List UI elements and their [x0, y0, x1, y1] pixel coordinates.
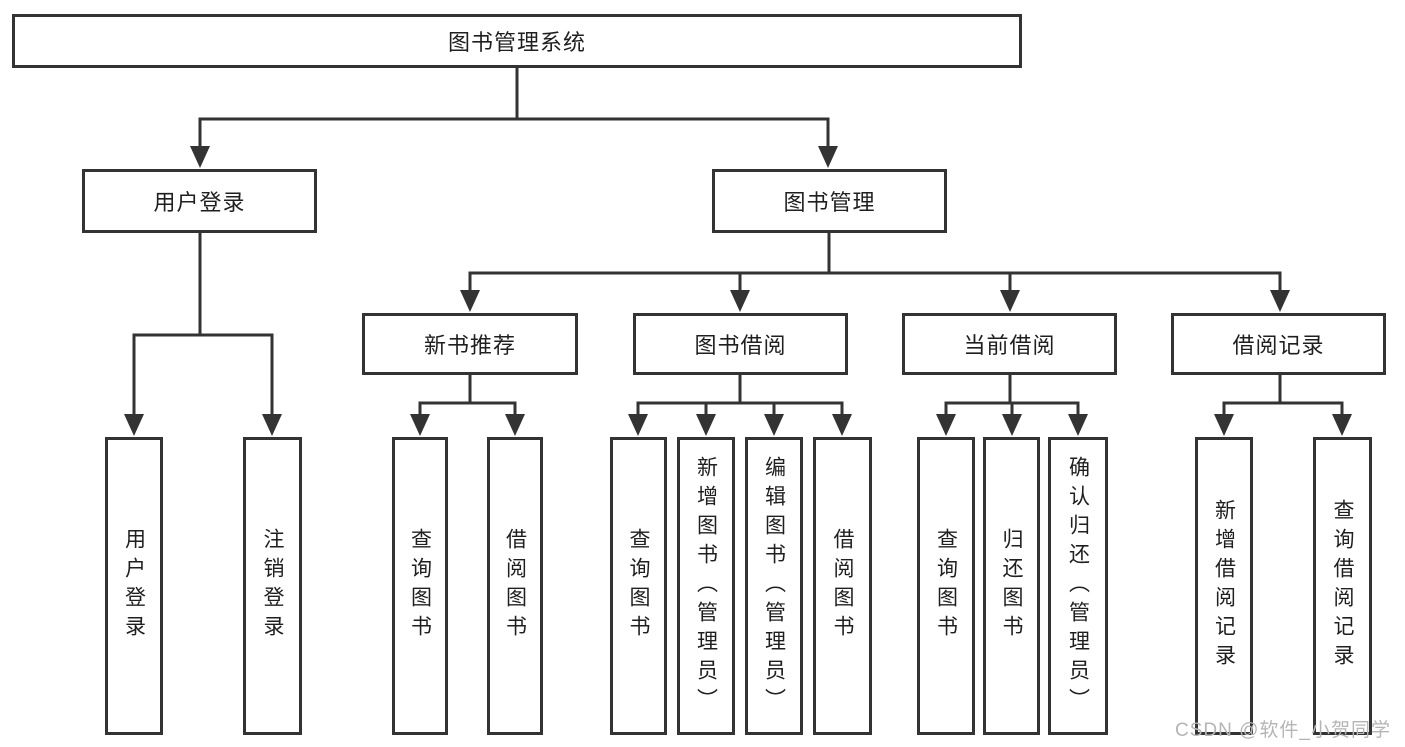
node-bb-edit-books: 编辑图书（管理员） — [745, 437, 803, 735]
node-root: 图书管理系统 — [12, 14, 1022, 68]
edge-br-rail — [1222, 401, 1344, 415]
edge-user-login-rail — [132, 333, 274, 415]
node-user-login: 用户登录 — [82, 169, 317, 233]
node-book-borrowing: 图书借阅 — [633, 313, 848, 375]
node-br-add-record: 新增借阅记录 — [1195, 437, 1253, 735]
node-br-query-record: 查询借阅记录 — [1313, 437, 1372, 735]
node-current-borrowing: 当前借阅 — [902, 313, 1117, 375]
edge-level3-rail — [468, 271, 1282, 291]
node-cb-return-books: 归还图书 — [983, 437, 1040, 735]
edge-bb-rail — [636, 401, 844, 415]
node-cb-query-books: 查询图书 — [917, 437, 975, 735]
edge-nbr-rail — [418, 401, 517, 415]
node-cb-confirm-return: 确认归还（管理员） — [1048, 437, 1108, 735]
node-nbr-borrow-books: 借阅图书 — [487, 437, 543, 735]
arrowheads — [124, 146, 1352, 436]
node-login: 用户登录 — [105, 437, 163, 735]
node-nbr-query-books: 查询图书 — [392, 437, 448, 735]
node-bb-add-books: 新增图书（管理员） — [677, 437, 735, 735]
watermark: CSDN @软件_小贺同学 — [1175, 720, 1391, 741]
node-logout: 注销登录 — [243, 437, 302, 735]
node-book-management: 图书管理 — [712, 169, 947, 233]
node-borrowing-records: 借阅记录 — [1171, 313, 1386, 375]
node-bb-query-books: 查询图书 — [610, 437, 667, 735]
node-bb-borrow-books: 借阅图书 — [813, 437, 872, 735]
node-new-book-recommend: 新书推荐 — [362, 313, 578, 375]
edge-level2-rail — [198, 117, 830, 147]
